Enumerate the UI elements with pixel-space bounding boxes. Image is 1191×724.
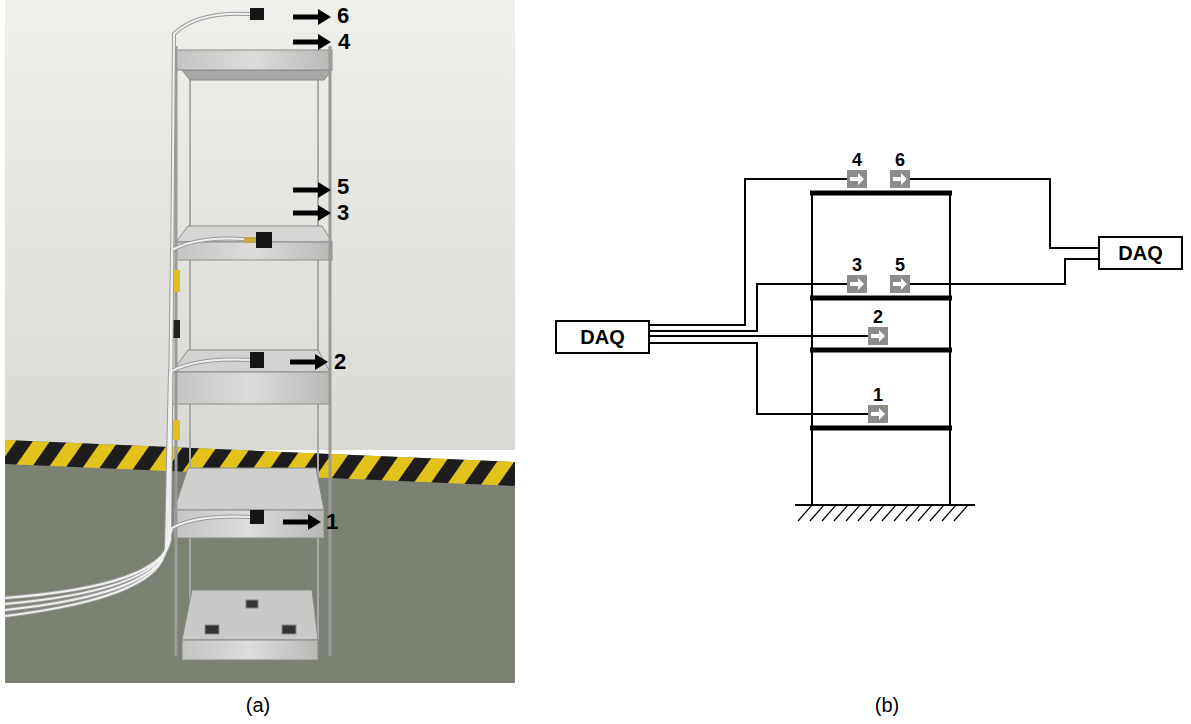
rod — [329, 46, 332, 656]
floor-beam — [810, 426, 952, 431]
sensor-arrow — [847, 170, 867, 188]
sensor-box: 6 — [890, 170, 910, 188]
sensor-arrow — [893, 278, 907, 290]
sensor-wire — [650, 343, 868, 414]
direction-arrow — [283, 9, 331, 530]
sensor-arrow — [890, 275, 910, 293]
node-text: DAQ — [580, 327, 624, 347]
sensor-arrow — [850, 173, 864, 185]
node-text: 3 — [852, 256, 862, 274]
floor-plates — [172, 50, 332, 660]
sensor-number: 6 — [337, 5, 349, 27]
shear-frame — [795, 191, 975, 522]
sensor-cables — [5, 14, 256, 616]
ground-hatch — [798, 505, 968, 521]
sensor-number: 2 — [334, 351, 346, 373]
accelerometer — [244, 8, 272, 524]
panel-label: (b) — [875, 695, 899, 715]
node-text: 5 — [895, 256, 905, 274]
daq-box: DAQ — [1098, 236, 1183, 270]
node-text: 1 — [873, 386, 883, 404]
sensor-arrow — [868, 327, 888, 345]
floor — [5, 440, 515, 683]
sensor-box: 3 — [847, 275, 867, 293]
sensor-box: 4 — [847, 170, 867, 188]
sensor-box: 5 — [890, 275, 910, 293]
sensor-arrow — [871, 330, 885, 342]
panel-label: (a) — [246, 695, 270, 715]
sensor-wire — [910, 259, 1098, 284]
floor-beam — [810, 348, 952, 353]
sensor-wire — [650, 284, 847, 331]
sensor-number: 5 — [337, 176, 349, 198]
sensor-box: 2 — [868, 327, 888, 345]
sensor-wire — [650, 179, 847, 325]
node-text: DAQ — [1118, 243, 1162, 263]
node-text: 6 — [895, 151, 905, 169]
sensor-arrow — [868, 405, 888, 423]
sensor-number: 4 — [338, 31, 350, 53]
sensor-arrow — [890, 170, 910, 188]
node-text: 4 — [852, 151, 862, 169]
floor-beam — [810, 191, 952, 196]
sensor-wire — [650, 335, 868, 337]
tape-mark — [172, 420, 180, 440]
sensor-arrow — [847, 275, 867, 293]
sensor-number: 3 — [337, 202, 349, 224]
sensor-arrow — [893, 173, 907, 185]
node-text: 2 — [873, 308, 883, 326]
daq-box: DAQ — [555, 320, 650, 354]
sensor-arrow — [871, 408, 885, 420]
sensor-wire — [910, 179, 1098, 248]
sensor-number: 1 — [326, 511, 338, 533]
floor-beam — [810, 296, 952, 301]
sensor-arrow — [850, 278, 864, 290]
ground-line — [795, 504, 975, 506]
wall — [5, 0, 515, 450]
photo-illustration — [5, 0, 515, 683]
sensor-box: 1 — [868, 405, 888, 423]
